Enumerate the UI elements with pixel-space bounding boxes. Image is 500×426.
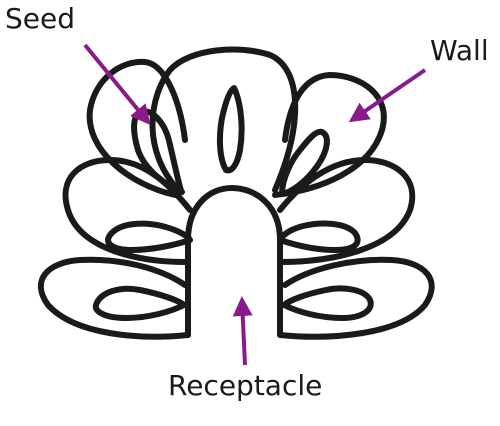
receptacle-label: Receptacle [168,369,322,402]
seed-lower-right [281,285,374,321]
seed-arrow [83,43,151,126]
label-arrows [83,43,427,366]
seed-top-right [279,128,330,197]
seed-label: Seed [5,2,75,35]
lobe-upper-right [272,72,387,198]
fruit-wall-lobes [37,46,435,340]
lobe-upper-left [86,58,188,198]
receptacle-shape [185,185,283,338]
lobe-lower-left [37,256,191,340]
lobe-mid-right [277,157,416,265]
lobe-lower-right [277,256,435,340]
seed-mid-left [105,220,193,253]
seed-lower-left [92,285,187,321]
seed-mid-right [277,220,361,253]
seeds [92,85,374,321]
wall-arrow [348,68,427,123]
receptacle-arrow [232,296,253,366]
wall-label: Wall [430,34,489,67]
seed-top-center [216,85,245,174]
seed-top-left [131,108,185,195]
